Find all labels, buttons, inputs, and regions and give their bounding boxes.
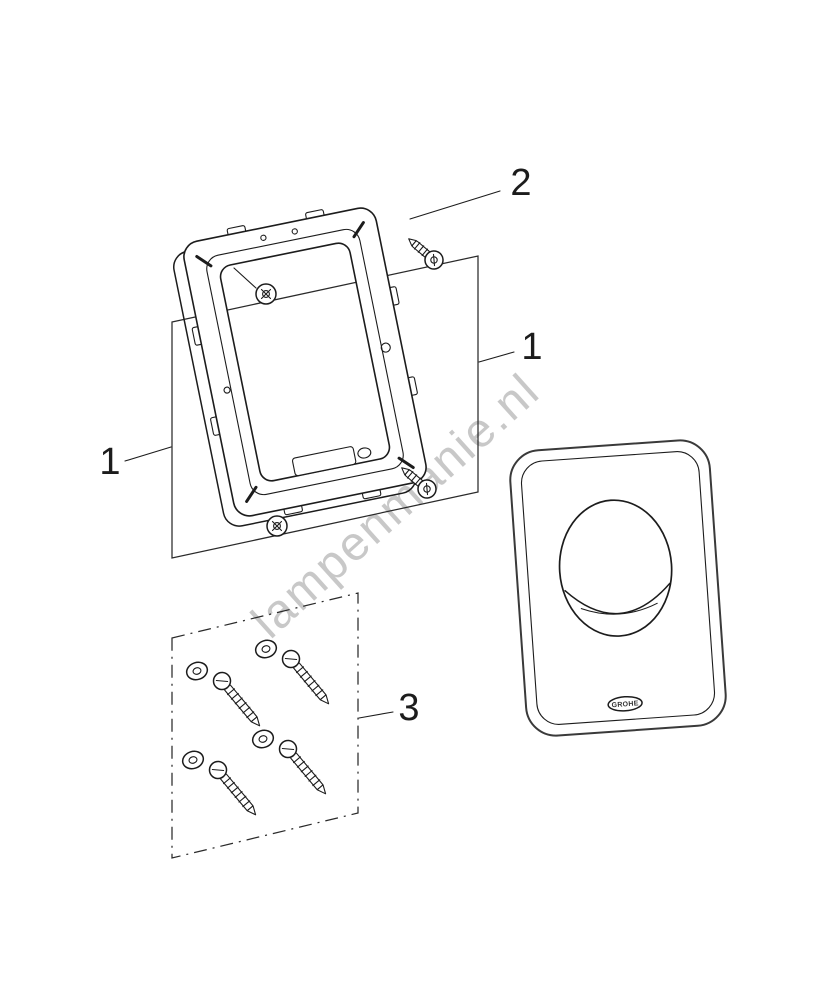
callout-label-part3: 3 <box>398 687 419 729</box>
wood-screw-1 <box>209 668 267 733</box>
corner-slot-bottom-right <box>397 456 415 470</box>
plate-face-edge <box>520 451 716 725</box>
installed-screw-bottom <box>266 515 288 537</box>
washer-1 <box>183 658 211 684</box>
wood-screw-3 <box>205 757 263 822</box>
alignment-hole-top-right <box>291 228 298 235</box>
fixing-screw-top-right <box>402 231 448 274</box>
grohe-logo <box>607 695 643 712</box>
side-hole-right <box>380 342 391 353</box>
flush-button-small-edge <box>580 602 658 615</box>
side-hole-left <box>223 386 231 394</box>
mounting-frame <box>173 207 427 527</box>
screw-leader-line <box>233 267 257 289</box>
wood-screw-2 <box>278 646 336 711</box>
washer-3 <box>179 747 207 773</box>
washer-4 <box>249 726 277 752</box>
flush-button-large <box>558 499 673 637</box>
corner-slot-top-right <box>352 221 365 239</box>
callout-label-part2: 2 <box>510 162 531 204</box>
wood-screw-4 <box>275 736 333 801</box>
callout-label-part1-left: 1 <box>99 441 120 483</box>
bottom-oval-hole <box>357 447 372 459</box>
corner-slot-bottom-left <box>245 485 258 503</box>
bottom-cutout <box>291 446 357 477</box>
installed-screw-top <box>255 283 277 305</box>
grohe-logo-text: GROHE <box>611 700 639 709</box>
flush-plate: GROHE <box>509 439 727 737</box>
corner-slot-top-left <box>195 254 213 268</box>
callout-line-part3 <box>358 711 394 719</box>
part3-dashed-box <box>171 592 359 859</box>
callout-line-part2 <box>409 190 501 220</box>
callout-line-part1-right <box>478 351 515 363</box>
alignment-hole-top-left <box>260 234 267 241</box>
callout-line-part1-left <box>124 446 172 462</box>
callout-label-part1-right: 1 <box>521 326 542 368</box>
